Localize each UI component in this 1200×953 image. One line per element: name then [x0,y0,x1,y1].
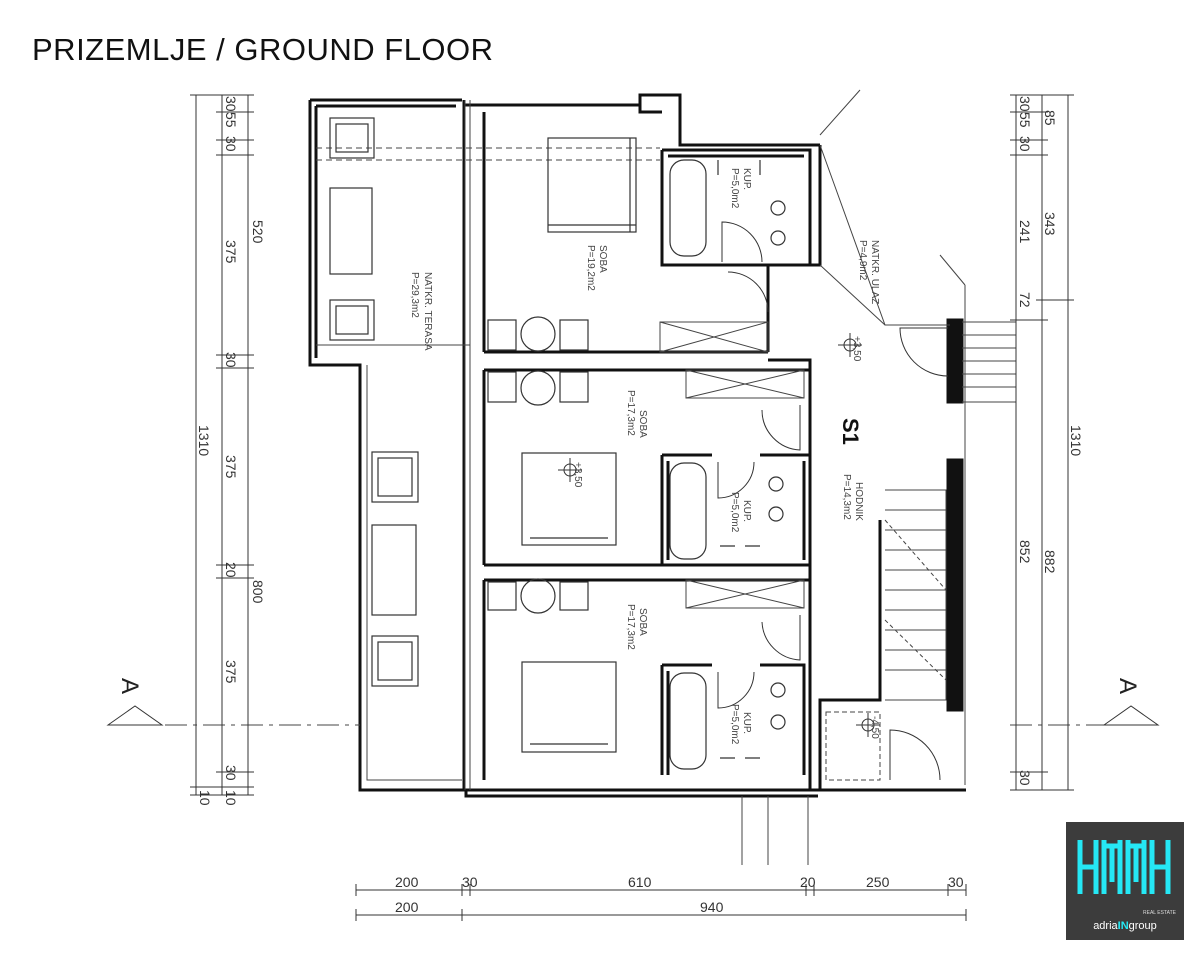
room-area-terasa: P=29,3m2 [409,272,420,318]
room-label-kup3: KUP. [741,712,752,734]
room-label-soba1: SOBA [597,245,608,273]
section-letter-left: A [116,678,143,694]
section-letter-right: A [1114,678,1141,694]
dim-ld-10a: 10 [223,790,239,806]
doors [717,221,949,781]
walls [308,93,966,798]
level-label-2: +3,50 [572,462,583,488]
dim-ld-20: 20 [223,562,239,578]
level-label-3: -4,50 [869,716,880,739]
dim-b1-250: 250 [866,874,890,890]
logo-suffix: group [1128,920,1157,932]
dim-rd-241: 241 [1017,220,1033,244]
dim-ld-30b: 30 [223,136,239,152]
room-label-ulaz: NATKR. ULAZ [869,240,880,304]
dim-b2-940: 940 [700,899,724,915]
level-label-1: +3,50 [851,336,862,362]
dim-b1-20: 20 [800,874,816,890]
company-logo: REAL ESTATE adriaINgroup [1066,822,1184,940]
dim-b1-30b: 30 [948,874,964,890]
room-area-soba3: P=17,3m2 [625,604,636,650]
dim-rd-72: 72 [1017,292,1033,308]
dim-rd-30b: 30 [1017,136,1033,152]
dimension-lines [190,94,1074,921]
logo-highlight: IN [1117,920,1129,932]
room-label-hodnik: HODNIK [853,482,864,521]
dim-b1-30a: 30 [462,874,478,890]
room-area-soba1: P=19,2m2 [585,245,596,291]
page-title: PRIZEMLJE / GROUND FLOOR [32,32,494,67]
room-area-kup2: P=5,0m2 [729,492,740,533]
dim-ld-55: 55 [223,112,239,128]
dim-ld-30c: 30 [223,352,239,368]
room-label-soba2: SOBA [637,410,648,438]
room-area-kup1: P=5,0m2 [729,168,740,209]
dim-ld-30a: 30 [223,96,239,112]
section-marker-right [1102,705,1160,726]
dim-rd-55: 55 [1017,112,1033,128]
dim-ld-10b: 10 [197,790,213,806]
room-area-ulaz: P=4,9m2 [857,240,868,281]
dim-rd-85: 85 [1042,110,1058,126]
room-label-kup1: KUP. [741,168,752,190]
dim-right-1310: 1310 [1068,425,1084,456]
dim-rd-30c: 30 [1017,770,1033,786]
level-markers [558,333,880,737]
room-area-hodnik: P=14,3m2 [841,474,852,520]
dim-b2-200: 200 [395,899,419,915]
dim-rd-852: 852 [1017,540,1033,564]
logo-subtitle: REAL ESTATE [1143,910,1176,916]
room-label-terasa: NATKR. TERASA [422,272,433,351]
logo-prefix: adria [1093,920,1118,932]
dim-left-800: 800 [250,580,266,604]
thin-lines [165,89,1160,865]
room-area-soba2: P=17,3m2 [625,390,636,436]
room-label-soba3: SOBA [637,608,648,636]
dim-right-882: 882 [1042,550,1058,574]
section-marker-left [106,705,164,726]
dim-ld-375c: 375 [223,660,239,684]
dimension-texts: 200 30 610 20 250 30 200 940 1310 520 80… [196,96,1084,915]
dim-b1-610: 610 [628,874,652,890]
room-label-kup2: KUP. [741,500,752,522]
dim-b1-200: 200 [395,874,419,890]
dim-ld-30d: 30 [223,765,239,781]
room-labels: NATKR. TERASA P=29,3m2 SOBA P=19,2m2 KUP… [409,168,880,745]
dim-left-1310: 1310 [196,425,212,456]
furniture [329,117,786,770]
dim-left-520: 520 [250,220,266,244]
room-area-kup3: P=5,0m2 [729,704,740,745]
dim-right-343: 343 [1042,212,1058,236]
dim-rd-30a: 30 [1017,96,1033,112]
logo-wordmark: adriaINgroup [1066,920,1184,932]
logo-mark-icon [1077,840,1171,894]
dim-ld-375b: 375 [223,455,239,479]
unit-label: S1 [838,418,863,445]
dim-ld-375a: 375 [223,240,239,264]
